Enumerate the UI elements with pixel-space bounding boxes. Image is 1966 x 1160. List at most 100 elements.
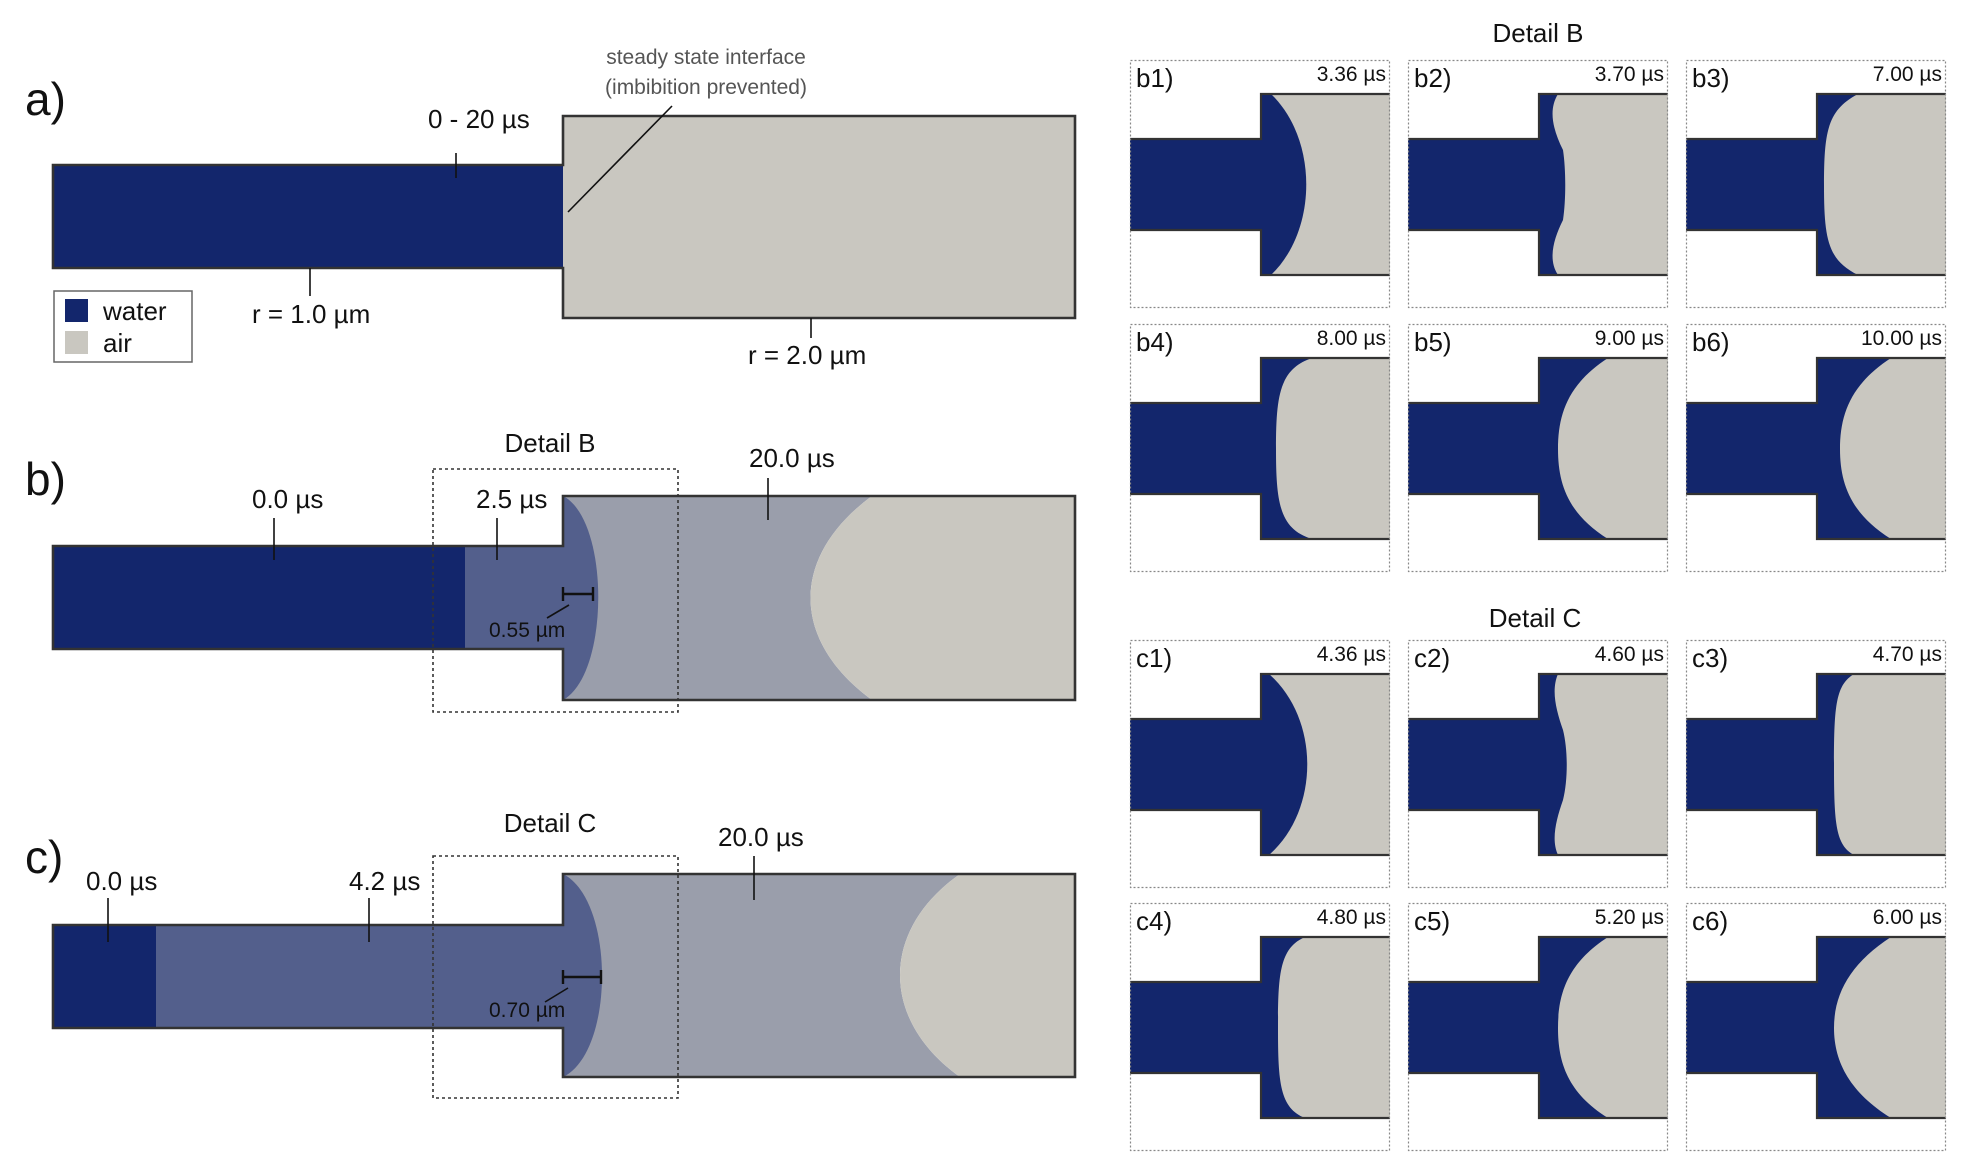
frame-wide-air xyxy=(1261,937,1390,1118)
frame-narrow-water xyxy=(1686,982,1817,1073)
frame-tag: c1) xyxy=(1136,643,1172,673)
detail-b-title: Detail B xyxy=(1492,18,1583,48)
panel-b: b) 0.0 µs 2.5 µs 20.0 µs 0.55 µm Detail … xyxy=(25,428,1077,713)
panel-a-r-large-label: r = 2.0 µm xyxy=(748,340,866,370)
panel-a-note-line1: steady state interface xyxy=(606,46,806,69)
panel-c-water-partial xyxy=(156,925,563,1028)
legend-water-label: water xyxy=(102,296,167,326)
panel-b-detail-label: Detail B xyxy=(504,428,595,458)
detail-c-frame: c3) 4.70 µs xyxy=(1685,639,1947,889)
frame-wide-air xyxy=(1261,358,1390,539)
frame-time: 4.70 µs xyxy=(1873,643,1942,666)
detail-c-frame: c5) 5.20 µs xyxy=(1407,902,1669,1152)
panel-a-wide-channel-air xyxy=(563,116,1075,318)
panel-a-narrow-channel-water xyxy=(53,165,563,268)
panel-b-wide-air xyxy=(810,496,1075,700)
panel-b-t0-label: 0.0 µs xyxy=(252,484,323,514)
frame-channel-wall xyxy=(1408,935,1668,1120)
frame-tag: b2) xyxy=(1414,63,1452,93)
legend-air-label: air xyxy=(103,328,132,358)
panel-c-t2-label: 20.0 µs xyxy=(718,822,804,852)
panel-c-detail-label: Detail C xyxy=(504,808,596,838)
frame-border xyxy=(1407,902,1669,1152)
detail-b-grid: b1) 3.36 µs b2) 3.70 µs b3)7.00 µs b4) 8.00 µs… xyxy=(1129,59,1947,573)
frame-border xyxy=(1129,323,1391,573)
frame-wide-air xyxy=(1817,94,1946,275)
frame-border xyxy=(1129,59,1391,309)
frame-time: 10.00 µs xyxy=(1861,327,1942,350)
panel-c-t0-label: 0.0 µs xyxy=(86,866,157,896)
panel-b-wide-mixed xyxy=(563,496,872,700)
frame-channel-wall xyxy=(1686,92,1946,277)
frame-time: 4.80 µs xyxy=(1317,906,1386,929)
panel-a-interface-leader xyxy=(567,105,673,213)
frame-tag: b4) xyxy=(1136,327,1174,357)
frame-narrow-water xyxy=(1686,139,1817,230)
detail-b-frame: b4) 8.00 µs xyxy=(1129,323,1391,573)
frame-channel-wall xyxy=(1130,356,1390,541)
frame-tag: b1) xyxy=(1136,63,1174,93)
frame-channel-wall xyxy=(1408,672,1668,857)
frame-narrow-water xyxy=(1408,139,1539,230)
panel-c-detail-box xyxy=(432,855,679,1099)
panel-a-time-label: 0 - 20 µs xyxy=(428,104,530,134)
frame-channel-wall xyxy=(1686,356,1946,541)
frame-narrow-water xyxy=(1130,403,1261,494)
panel-b-water-initial xyxy=(53,546,465,649)
panel-b-channel-wall xyxy=(51,494,1077,702)
panel-c-wide-mixed xyxy=(563,874,960,1077)
panel-a-note-line2: (imbibition prevented) xyxy=(605,76,807,99)
detail-c-title: Detail C xyxy=(1489,603,1581,633)
frame-border xyxy=(1685,639,1947,889)
frame-channel-wall xyxy=(1130,92,1390,277)
frame-tag: c3) xyxy=(1692,643,1728,673)
frame-tag: c4) xyxy=(1136,906,1172,936)
frame-channel-wall xyxy=(1130,935,1390,1120)
frame-tag: c5) xyxy=(1414,906,1450,936)
frame-time: 4.60 µs xyxy=(1595,643,1664,666)
frame-border xyxy=(1129,902,1391,1152)
panel-c-gap-leader xyxy=(544,987,569,1003)
panel-a-channel-wall xyxy=(51,114,1077,320)
frame-time: 3.70 µs xyxy=(1595,63,1664,86)
panel-c-wide-air xyxy=(900,874,1075,1077)
detail-b-frame: b5)9.00 µs xyxy=(1407,323,1669,573)
frame-narrow-water xyxy=(1408,982,1539,1073)
frame-border xyxy=(1685,59,1947,309)
frame-water-interface xyxy=(1817,674,1854,855)
detail-c-frame: c1) 4.36 µs xyxy=(1129,639,1391,889)
frame-time: 3.36 µs xyxy=(1317,63,1386,86)
frame-border xyxy=(1407,639,1669,889)
panel-b-gap-leader xyxy=(546,604,570,619)
frame-wide-air xyxy=(1817,674,1946,855)
panel-c-water-initial xyxy=(53,925,156,1028)
frame-time: 8.00 µs xyxy=(1317,327,1386,350)
frame-time: 7.00 µs xyxy=(1873,63,1942,86)
detail-b-frame: b3)7.00 µs xyxy=(1685,59,1947,309)
frame-time: 6.00 µs xyxy=(1873,906,1942,929)
frame-channel-wall xyxy=(1686,935,1946,1120)
frame-channel-wall xyxy=(1408,92,1668,277)
panel-c-t1-label: 4.2 µs xyxy=(349,866,420,896)
frame-time: 5.20 µs xyxy=(1595,906,1664,929)
frame-water-interface xyxy=(1539,937,1608,1118)
panel-b-gap-label: 0.55 µm xyxy=(489,619,565,642)
frame-border xyxy=(1407,323,1669,573)
frame-channel-wall xyxy=(1408,356,1668,541)
frame-channel-wall xyxy=(1130,672,1390,857)
frame-narrow-water xyxy=(1686,403,1817,494)
frame-time: 4.36 µs xyxy=(1317,643,1386,666)
frame-tag: b6) xyxy=(1692,327,1730,357)
frame-border xyxy=(1407,59,1669,309)
frame-water-interface xyxy=(1817,358,1891,539)
frame-water-interface xyxy=(1261,937,1305,1118)
frame-narrow-water xyxy=(1408,719,1539,810)
frame-water-interface xyxy=(1539,674,1567,855)
detail-c-frame: c6)6.00 µs xyxy=(1685,902,1947,1152)
panel-c-channel-wall xyxy=(51,872,1077,1079)
frame-water-interface xyxy=(1817,937,1891,1118)
panel-b-meniscus xyxy=(563,496,599,700)
frame-channel-wall xyxy=(1686,672,1946,857)
